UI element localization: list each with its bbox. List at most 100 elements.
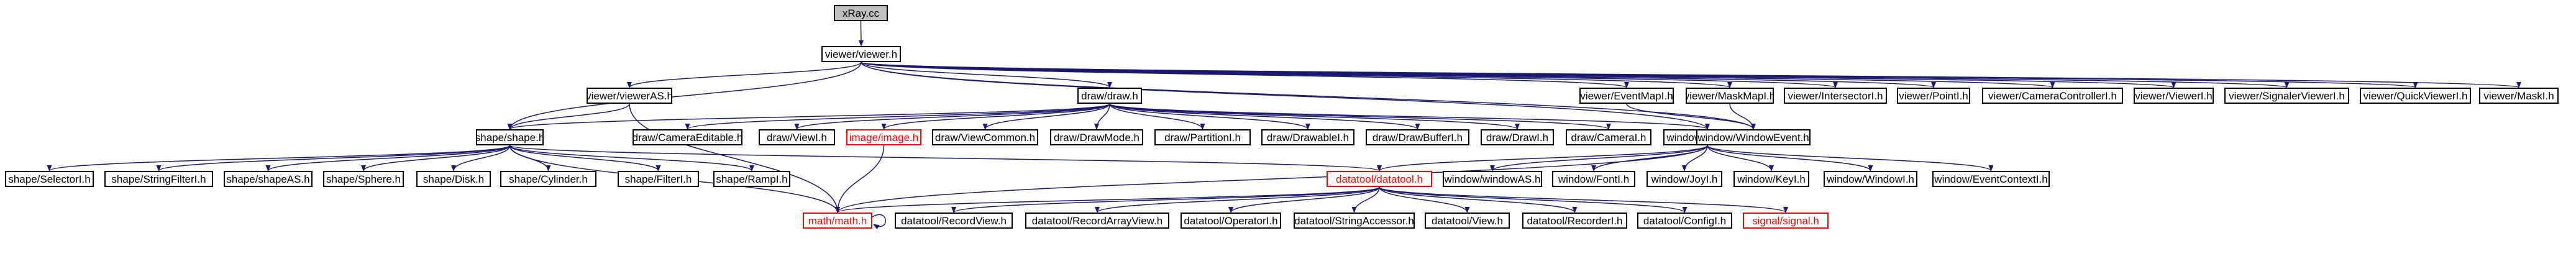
node-image-image-h[interactable]: image/image.h — [846, 129, 921, 145]
node-draw-drawbufferi-h[interactable]: draw/DrawBufferI.h — [1366, 129, 1469, 145]
edge-draw-to-cameraI — [1109, 103, 1611, 130]
node-viewer-maskmapi-h[interactable]: viewer/MaskMapI.h — [1686, 88, 1774, 104]
edge-shape-to-datatool — [509, 145, 1382, 171]
edge-shape-to-filterI — [509, 145, 661, 171]
edge-image-to-math — [835, 145, 885, 213]
node-window-fonti-h[interactable]: window/FontI.h — [1552, 171, 1635, 187]
node-window-keyi-h[interactable]: window/KeyI.h — [1733, 171, 1809, 187]
edge-viewer-to-shape — [507, 62, 862, 130]
node-xray-cc[interactable]: xRay.cc — [834, 5, 888, 21]
edge-viewerAS-to-shape — [507, 103, 630, 130]
node-window-windowevent-h[interactable]: window/WindowEvent.h — [1696, 129, 1811, 145]
edge-viewer-to-windowEvent — [861, 62, 1756, 130]
node-datatool-view-h[interactable]: datatool/View.h — [1425, 213, 1510, 229]
edge-window-to-joyI — [1682, 145, 1708, 171]
edge-draw-to-image — [881, 103, 1110, 130]
node-shape-selectori-h[interactable]: shape/SelectorI.h — [5, 171, 94, 187]
edge-shape-to-selectorI — [47, 145, 511, 171]
edge-datatool-to-configI — [1379, 186, 1688, 213]
node-viewer-viewer-h[interactable]: viewer/viewer.h — [821, 46, 901, 62]
edge-datatool-to-recordArrayView — [1095, 186, 1380, 213]
node-shape-disk-h[interactable]: shape/Disk.h — [416, 171, 491, 187]
node-window-eventcontexti-h[interactable]: window/EventContextI.h — [1932, 171, 2050, 187]
edge-draw-to-shape — [507, 103, 1110, 130]
edge-draw-to-drawableI — [1109, 103, 1310, 130]
node-draw-cameraeditable-h[interactable]: draw/CameraEditable.h — [633, 129, 742, 145]
node-viewer-vieweras-h[interactable]: viewer/viewerAS.h — [587, 88, 672, 104]
node-draw-viewcommon-h[interactable]: draw/ViewCommon.h — [932, 129, 1038, 145]
edge-datatool-to-stringAccessor — [1351, 186, 1380, 213]
edge-datatool-to-operatorI — [1228, 186, 1380, 213]
edge-window-to-keyI — [1707, 145, 1774, 171]
edge-viewer-to-maskI — [861, 62, 2521, 88]
edge-window-to-math — [835, 145, 1708, 213]
node-math-math-h[interactable]: math/math.h — [803, 213, 872, 229]
node-viewer-vieweri-h[interactable]: viewer/ViewerI.h — [2134, 88, 2214, 104]
node-shape-cylinder-h[interactable]: shape/Cylinder.h — [500, 171, 596, 187]
node-datatool-configi-h[interactable]: datatool/ConfigI.h — [1637, 213, 1732, 229]
edge-shape-to-shapeAS — [265, 145, 511, 171]
node-draw-viewi-h[interactable]: draw/ViewI.h — [759, 129, 835, 145]
node-draw-camerai-h[interactable]: draw/CameraI.h — [1566, 129, 1651, 145]
node-shape-stringfilteri-h[interactable]: shape/StringFilterI.h — [104, 171, 213, 187]
edge-draw-to-drawI — [1109, 103, 1520, 130]
edge-eventMapI-to-windowEvent — [1626, 103, 1756, 130]
edge-viewerAS-to-math — [629, 103, 840, 213]
node-draw-drawmode-h[interactable]: draw/DrawMode.h — [1050, 129, 1143, 145]
node-viewer-cameracontrolleri-h[interactable]: viewer/CameraControllerI.h — [1982, 88, 2123, 104]
node-shape-shape-h[interactable]: shape/shape.h — [476, 129, 544, 145]
edge-viewer-to-viewerI — [861, 62, 2176, 88]
node-datatool-recorderi-h[interactable]: datatool/RecorderI.h — [1522, 213, 1627, 229]
edge-window-to-windowI — [1707, 145, 1873, 171]
node-window-windowi-h[interactable]: window/WindowI.h — [1824, 171, 1917, 187]
edge-window-to-eventContextI — [1707, 145, 1994, 171]
edge-math-to-math — [872, 214, 886, 230]
edge-shape-to-stringFilterI — [156, 145, 511, 171]
edge-window-to-datatool — [1377, 145, 1708, 171]
edge-datatool-to-math — [835, 186, 1380, 213]
edge-window-to-fontI — [1591, 145, 1708, 171]
edge-draw-to-viewCommon — [982, 103, 1110, 130]
node-viewer-intersectori-h[interactable]: viewer/IntersectorI.h — [1784, 88, 1887, 104]
node-viewer-quickvieweri-h[interactable]: viewer/QuickViewerI.h — [2360, 88, 2471, 104]
edge-draw-to-partitionI — [1109, 103, 1205, 130]
edge-datatool-to-viewH — [1379, 186, 1470, 213]
edge-shape-to-disk — [451, 145, 511, 171]
edge-draw-to-camEditable — [685, 103, 1110, 130]
node-datatool-operatori-h[interactable]: datatool/OperatorI.h — [1181, 213, 1281, 229]
node-draw-drawi-h[interactable]: draw/DrawI.h — [1481, 129, 1554, 145]
node-shape-sphere-h[interactable]: shape/Sphere.h — [323, 171, 404, 187]
edge-datatool-to-signal — [1379, 186, 1788, 213]
edge-draw-to-drawBufferI — [1109, 103, 1420, 130]
node-draw-draw-h[interactable]: draw/draw.h — [1077, 88, 1142, 104]
node-draw-drawablei-h[interactable]: draw/DrawableI.h — [1261, 129, 1354, 145]
node-signal-signal-h[interactable]: signal/signal.h — [1743, 213, 1829, 229]
edge-xray-to-viewer — [858, 21, 864, 47]
node-window-windowas-h[interactable]: window/windowAS.h — [1443, 171, 1542, 187]
edge-window-to-windowAS — [1490, 145, 1708, 171]
node-draw-partitioni-h[interactable]: draw/PartitionI.h — [1154, 129, 1251, 145]
edge-datatool-to-recorderI — [1379, 186, 1578, 213]
node-window-joyi-h[interactable]: window/JoyI.h — [1647, 171, 1722, 187]
node-shape-filteri-h[interactable]: shape/FilterI.h — [618, 171, 699, 187]
edge-shape-to-sphere — [361, 145, 511, 171]
node-datatool-recordarrayview-h[interactable]: datatool/RecordArrayView.h — [1025, 213, 1169, 229]
node-viewer-maski-h[interactable]: viewer/MaskI.h — [2479, 88, 2559, 104]
node-viewer-pointi-h[interactable]: viewer/PointI.h — [1897, 88, 1970, 104]
node-datatool-stringaccessor-h[interactable]: datatool/StringAccessor.h — [1294, 213, 1415, 229]
edge-viewer-to-viewerAS — [627, 62, 862, 88]
edge-viewer-to-sigViewer — [861, 62, 2289, 88]
edge-datatool-to-recordView — [951, 186, 1380, 213]
node-datatool-recordview-h[interactable]: datatool/RecordView.h — [895, 213, 1013, 229]
node-shape-rampi-h[interactable]: shape/RampI.h — [713, 171, 790, 187]
edge-viewer-to-draw — [861, 62, 1112, 88]
edge-draw-to-window — [1109, 103, 1710, 130]
node-viewer-eventmapi-h[interactable]: viewer/EventMapI.h — [1579, 88, 1674, 104]
node-viewer-signalervieweri-h[interactable]: viewer/SignalerViewerI.h — [2224, 88, 2349, 104]
node-datatool-datatool-h[interactable]: datatool/datatool.h — [1327, 171, 1432, 187]
node-shape-shapeas-h[interactable]: shape/shapeAS.h — [224, 171, 313, 187]
edge-draw-to-viewI — [794, 103, 1110, 130]
edge-draw-to-drawMode — [1094, 103, 1110, 130]
edge-viewer-to-camCtrl — [861, 62, 2055, 88]
